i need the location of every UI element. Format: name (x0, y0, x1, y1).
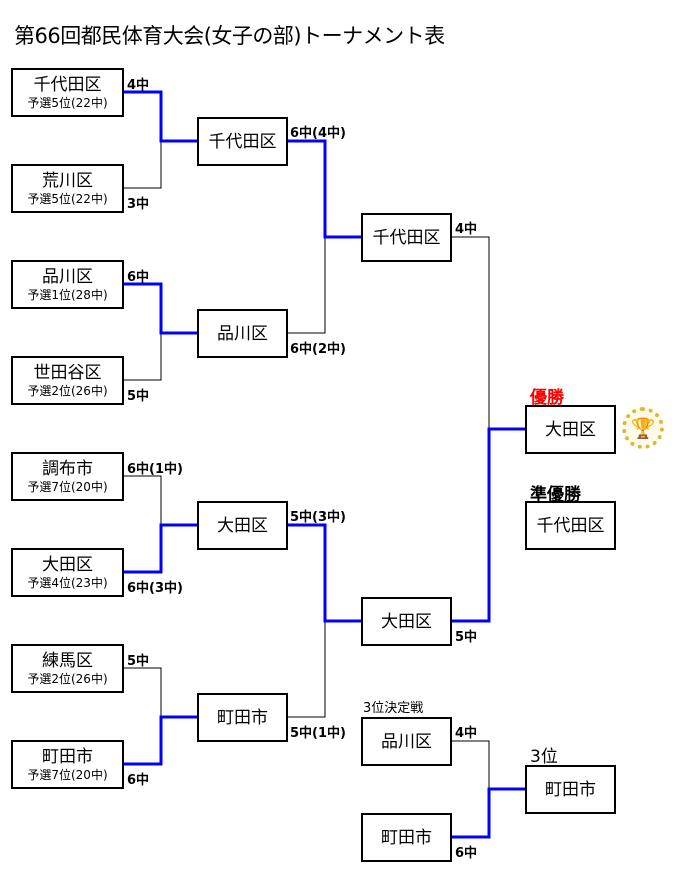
team-name: 千代田区 (536, 515, 605, 536)
line-loser (452, 236, 490, 429)
score: 6中 (455, 846, 478, 861)
score: 6中(3中) (127, 581, 183, 596)
line-loser (288, 621, 326, 718)
champion-label: 優勝 (530, 388, 564, 408)
prelim-rank: 予選2位(26中) (27, 383, 108, 398)
team-name: 品川区 (42, 266, 93, 287)
line-loser (124, 141, 162, 189)
third-place-box: 町田市 (525, 765, 616, 814)
score: 5中 (127, 389, 150, 404)
prelim-rank: 予選5位(22中) (27, 191, 108, 206)
team-box-round1: 大田区予選4位(23中) (11, 548, 124, 597)
line-loser (124, 475, 162, 525)
line-winner (124, 282, 197, 335)
prelim-rank: 予選7位(20中) (27, 479, 108, 494)
score: 5中(3中) (290, 510, 346, 525)
runner-up-box: 千代田区 (525, 501, 616, 550)
line-loser (124, 333, 162, 381)
trophy-icon: 🏆 (622, 407, 664, 449)
runner-up-label: 準優勝 (530, 485, 581, 505)
team-name: 千代田区 (208, 131, 277, 152)
team-name: 品川区 (217, 323, 268, 344)
team-box-third-match: 品川区 (361, 717, 452, 766)
team-box-round2: 品川区 (197, 309, 288, 358)
team-box-third-match: 町田市 (361, 813, 452, 862)
team-box-round1: 練馬区予選2位(26中) (11, 644, 124, 693)
score: 6中 (127, 773, 150, 788)
prelim-rank: 予選4位(23中) (27, 575, 108, 590)
score: 6中 (127, 270, 150, 285)
team-name: 千代田区 (372, 227, 441, 248)
team-box-round2: 町田市 (197, 693, 288, 742)
team-name: 大田区 (381, 611, 432, 632)
team-box-round1: 調布市予選7位(20中) (11, 452, 124, 501)
score: 3中 (127, 197, 150, 212)
team-name: 練馬区 (42, 650, 93, 671)
line-winner (288, 139, 361, 239)
team-name: 町田市 (42, 746, 93, 767)
team-name: 大田区 (217, 515, 268, 536)
line-winner (288, 523, 361, 623)
line-winner (452, 787, 525, 839)
team-name: 世田谷区 (33, 362, 102, 383)
line-loser (452, 740, 490, 789)
team-name: 千代田区 (33, 74, 102, 95)
line-loser (288, 237, 326, 334)
page-title: 第66回都民体育大会(女子の部)トーナメント表 (14, 24, 445, 48)
team-box-semifinal: 大田区 (361, 597, 452, 646)
team-name: 大田区 (42, 554, 93, 575)
team-box-round2: 大田区 (197, 501, 288, 550)
team-box-round1: 千代田区予選5位(22中) (11, 68, 124, 117)
score: 6中(1中) (127, 462, 183, 477)
team-name: 品川区 (381, 731, 432, 752)
team-name: 町田市 (381, 827, 432, 848)
team-box-semifinal: 千代田区 (361, 213, 452, 262)
prelim-rank: 予選1位(28中) (27, 287, 108, 302)
third-place-match-label: 3位決定戦 (363, 701, 424, 716)
team-name: 町田市 (217, 707, 268, 728)
team-name: 町田市 (545, 779, 596, 800)
team-box-round1: 世田谷区予選2位(26中) (11, 356, 124, 405)
line-winner (124, 90, 197, 143)
prelim-rank: 予選2位(26中) (27, 671, 108, 686)
third-place-label: 3位 (530, 747, 558, 767)
score: 6中(4中) (290, 126, 346, 141)
line-winner (452, 427, 525, 623)
prelim-rank: 予選7位(20中) (27, 767, 108, 782)
team-name: 荒川区 (42, 170, 93, 191)
line-winner (124, 523, 197, 574)
team-name: 調布市 (42, 458, 93, 479)
score: 5中 (455, 630, 478, 645)
team-box-round1: 町田市予選7位(20中) (11, 740, 124, 789)
champion-box: 大田区 (525, 405, 616, 454)
score: 5中 (127, 654, 150, 669)
prelim-rank: 予選5位(22中) (27, 95, 108, 110)
team-box-round1: 品川区予選1位(28中) (11, 260, 124, 309)
score: 6中(2中) (290, 342, 346, 357)
team-box-round2: 千代田区 (197, 117, 288, 166)
score: 4中 (455, 726, 478, 741)
score: 5中(1中) (290, 726, 346, 741)
team-name: 大田区 (545, 419, 596, 440)
line-loser (124, 667, 162, 717)
score: 4中 (455, 222, 478, 237)
line-winner (124, 715, 197, 766)
score: 4中 (127, 78, 150, 93)
team-box-round1: 荒川区予選5位(22中) (11, 164, 124, 213)
